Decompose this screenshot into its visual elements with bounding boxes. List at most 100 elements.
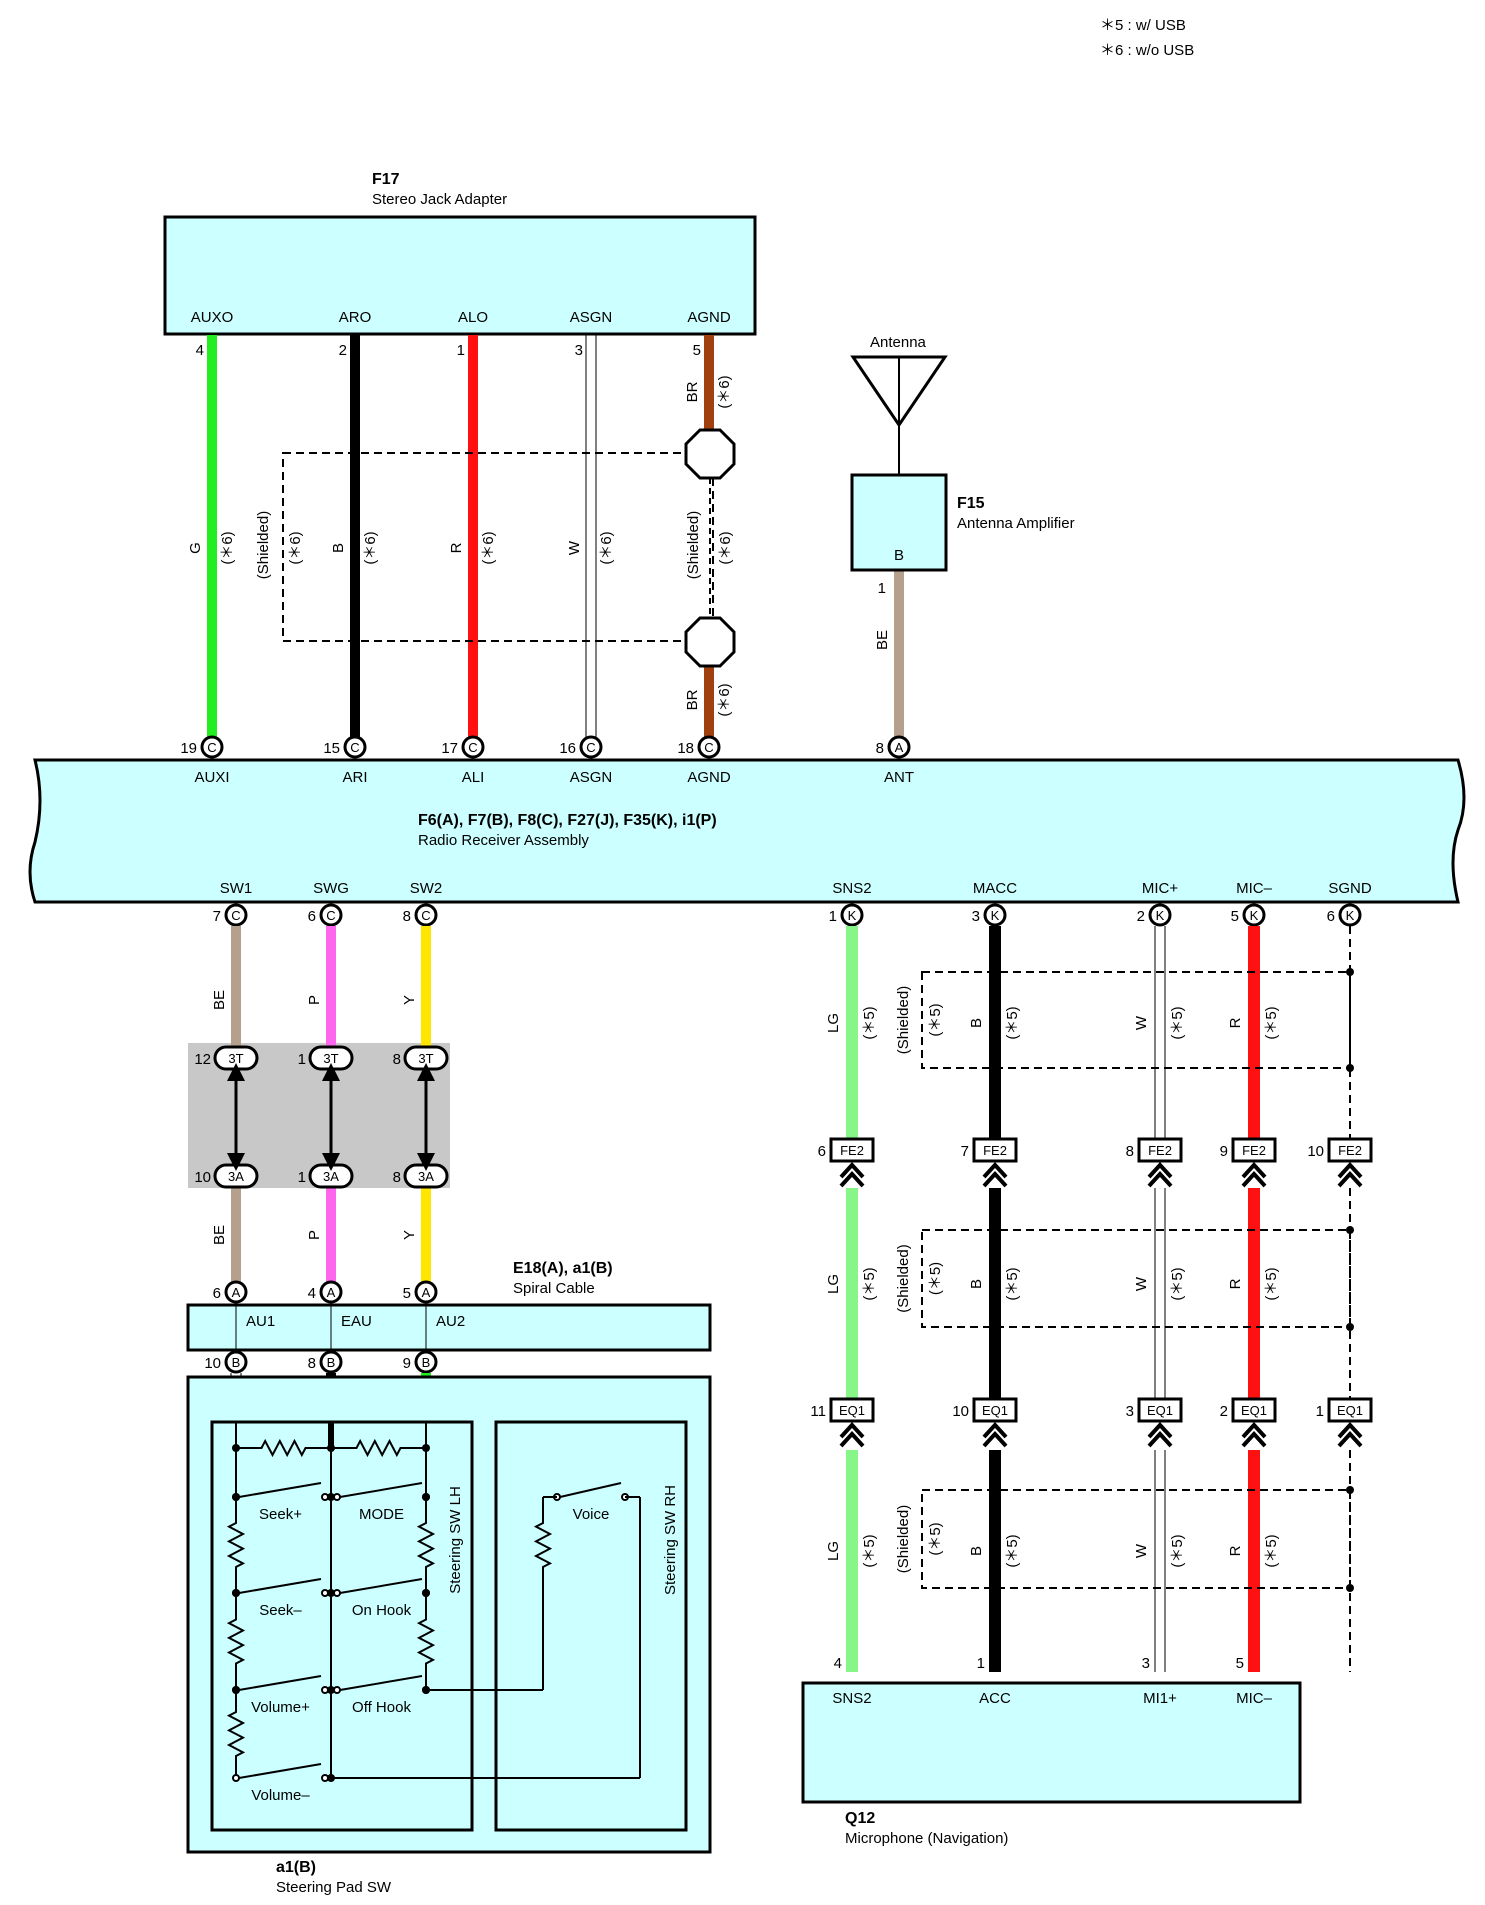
top-wires: G(＊6)B(＊6)R(＊6)W(＊6)BR(＊6)BR(＊6)BE — [187, 335, 904, 745]
radio-bottom-pin-num: 6 — [308, 908, 316, 925]
switch-seek-minus-blade — [238, 1578, 322, 1594]
junction-bottom-code: 3A — [228, 1169, 244, 1184]
left-wire-code: P — [306, 995, 323, 1005]
fe2-chevron-a — [1241, 1162, 1267, 1179]
junction-bottom-num: 8 — [393, 1169, 401, 1186]
radio-bottom-pin-name: SWG — [313, 880, 349, 897]
switch-on-hook-blade — [339, 1578, 423, 1594]
right-wire-note: (＊5) — [1004, 1267, 1021, 1300]
eq1-chevron-b — [982, 1431, 1008, 1448]
fe2-chevron-b — [839, 1171, 865, 1188]
shielded-label: (Shielded) — [895, 1244, 912, 1312]
left-wire-code: Y — [401, 1230, 418, 1240]
junction-top-num: 1 — [298, 1051, 306, 1068]
radio-top-pin-num: 19 — [180, 740, 197, 757]
radio-top-pin-letter: C — [704, 740, 713, 755]
radio-top-pin-name: AGND — [687, 769, 731, 786]
fe2-chevron-b — [982, 1171, 1008, 1188]
eq1-connector-tag — [1327, 1397, 1373, 1423]
wire-code-label: BE — [874, 630, 891, 650]
switch-off-hook-blade — [339, 1675, 423, 1691]
right-wire-code: LG — [825, 1541, 842, 1561]
spiral-codes: E18(A), a1(B) — [513, 1260, 613, 1277]
spiral-top-pin-circle — [224, 1280, 248, 1304]
radio-top-pin-name: ANT — [884, 769, 914, 786]
spiral-box — [186, 1303, 712, 1352]
switch-volume-minus-contact-a — [232, 1774, 240, 1782]
right-wire-code: LG — [825, 1013, 842, 1033]
radio-bottom-pin-letter: K — [1250, 908, 1259, 923]
f17-code: F17 — [372, 171, 400, 188]
fe2-chevron-a — [982, 1162, 1008, 1179]
junction-dot — [422, 1493, 430, 1501]
eq1-connector-code: EQ1 — [1241, 1403, 1267, 1418]
radio-top-pin-letter: C — [207, 740, 216, 755]
radio-bottom-pin-num: 3 — [972, 908, 980, 925]
wire-note-label: (＊6) — [716, 683, 733, 716]
right-wire-note: (＊5) — [861, 1006, 878, 1039]
spiral-bottom-pin-letter: B — [327, 1355, 336, 1370]
ladder-left-r3 — [226, 1690, 246, 1778]
switch-off-hook-label: Off Hook — [352, 1699, 411, 1716]
spiral-top-pin-num: 5 — [403, 1285, 411, 1302]
wire-note-label: (＊6) — [716, 375, 733, 408]
right-wire-note: (＊5) — [1169, 1267, 1186, 1300]
q12-pin-num: 4 — [834, 1655, 842, 1672]
radio-top-pin-circle — [697, 735, 721, 759]
switch-volume-plus-label: Volume+ — [251, 1699, 310, 1716]
right-wire-code: B — [968, 1546, 985, 1556]
radio-bottom-pin-num: 2 — [1137, 908, 1145, 925]
shield-note-2: (＊6) — [717, 531, 734, 564]
shield-dot — [1346, 1226, 1354, 1234]
shield-note-1: (＊6) — [287, 531, 304, 564]
shield-dot — [1346, 1584, 1354, 1592]
note-no-usb: ＊6 : w/o USB — [1100, 42, 1194, 59]
shield-dot — [1346, 1486, 1354, 1494]
steering-lh-box — [210, 1420, 474, 1832]
switch-mode-blade — [339, 1482, 423, 1498]
right-wire-code: R — [1227, 1278, 1244, 1289]
shield-octagon-top — [684, 428, 736, 480]
right-wire-code: R — [1227, 1017, 1244, 1028]
eq1-connector-code: EQ1 — [982, 1403, 1008, 1418]
radio-top-pin-circle — [461, 735, 485, 759]
eq1-pin-num: 11 — [810, 1403, 826, 1420]
steering-code: a1(B) — [276, 1859, 316, 1876]
radio-bottom-pin-circle — [414, 903, 438, 927]
radio-top-pin-letter: A — [895, 740, 904, 755]
spiral-bottom-pin-circle — [414, 1350, 438, 1374]
left-wire-code: BE — [211, 1225, 228, 1245]
left-wire-code: BE — [211, 990, 228, 1010]
radio-top-pin-letter: C — [468, 740, 477, 755]
radio-bottom-pin-letter: K — [991, 908, 1000, 923]
spiral-bottom-pin-circle — [224, 1350, 248, 1374]
switch-volume-minus-blade — [238, 1763, 322, 1779]
radio-top-pin-circle — [343, 735, 367, 759]
shielded-label-2: (Shielded) — [685, 511, 702, 579]
radio-bottom-pin-name: SNS2 — [832, 880, 871, 897]
right-wire-note: (＊5) — [861, 1267, 878, 1300]
radio-bottom-pin-num: 7 — [213, 908, 221, 925]
fe2-chevron-a — [839, 1162, 865, 1179]
f15-name: Antenna Amplifier — [957, 515, 1075, 532]
eq1-pin-num: 3 — [1126, 1403, 1134, 1420]
junction-top-code: 3T — [323, 1051, 338, 1066]
spiral-top-pin-letter: A — [422, 1285, 431, 1300]
right-wire-code: B — [968, 1018, 985, 1028]
fe2-pin-num: 9 — [1220, 1143, 1228, 1160]
f17-pin-name: ASGN — [570, 309, 613, 326]
spiral-name: Spiral Cable — [513, 1280, 595, 1297]
fe2-chevron-b — [1337, 1171, 1363, 1188]
right-wire-note: (＊5) — [861, 1534, 878, 1567]
switch-seek-plus-label: Seek+ — [259, 1506, 302, 1523]
eq1-chevron-b — [839, 1431, 865, 1448]
spiral-bottom-pin-num: 9 — [403, 1355, 411, 1372]
spiral-top-pin-circle — [414, 1280, 438, 1304]
top-resistor-left — [236, 1438, 331, 1458]
junction-dot — [327, 1686, 335, 1694]
spiral-bottom-pin-letter: B — [232, 1355, 241, 1370]
fe2-connector-code: FE2 — [983, 1143, 1007, 1158]
steering-rh-box — [494, 1420, 688, 1832]
